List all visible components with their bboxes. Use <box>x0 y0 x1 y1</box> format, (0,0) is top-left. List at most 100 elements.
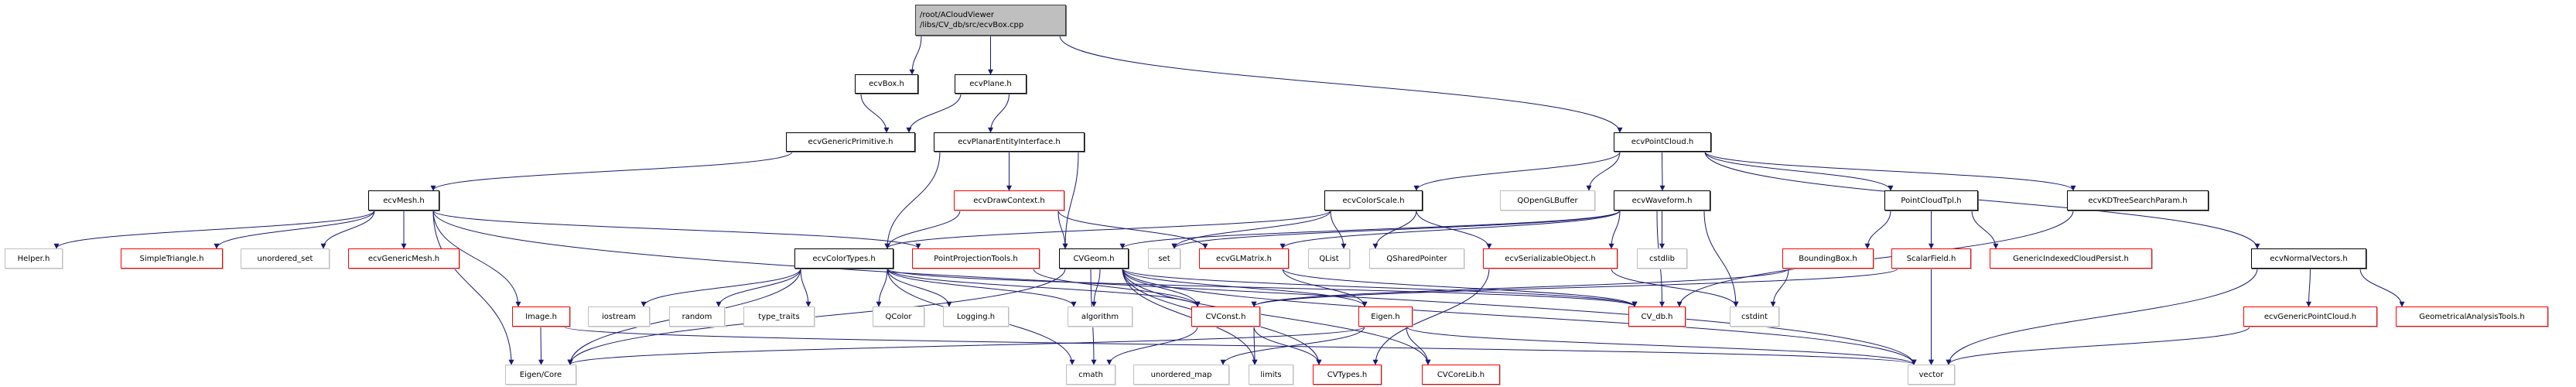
node-ecvKDTreeSearchParam[interactable]: ecvKDTreeSearchParam.h <box>2067 190 2209 211</box>
node-EigenCore[interactable]: Eigen/Core <box>505 365 576 385</box>
node-label: QList <box>1319 254 1339 263</box>
node-ecvColorTypes[interactable]: ecvColorTypes.h <box>794 248 893 269</box>
node-label: CV_db.h <box>1641 312 1673 321</box>
edge-CVGeom-to-Eigen <box>1122 268 1368 307</box>
node-ecvWaveform[interactable]: ecvWaveform.h <box>1614 190 1710 211</box>
edge-ecvMesh-to-PointProjectionTools <box>432 210 921 249</box>
node-CVConst[interactable]: CVConst.h <box>1191 307 1260 327</box>
edge-ecvColorTypes-to-Logging <box>887 268 952 307</box>
node-cmath[interactable]: cmath <box>1066 365 1115 385</box>
node-label: type_traits <box>758 312 800 321</box>
node-GeometricalAnalysisTools[interactable]: GeometricalAnalysisTools.h <box>2396 307 2548 327</box>
edge-ecvSerializableObject-to-CVTypes <box>1372 268 1490 365</box>
edge-ScalarField-to-CVConst <box>1251 268 1898 307</box>
edge-CVGeom-to-CVCoreLib <box>1122 268 1431 365</box>
node-ecvPointCloud[interactable]: ecvPointCloud.h <box>1614 132 1711 152</box>
node-set[interactable]: set <box>1148 248 1180 269</box>
edge-CVGeom-to-EigenCore <box>567 268 1066 365</box>
node-QColor[interactable]: QColor <box>873 307 924 327</box>
node-ScalarField[interactable]: ScalarField.h <box>1891 248 1971 269</box>
node-Helper[interactable]: Helper.h <box>5 248 63 269</box>
node-CV-db[interactable]: CV_db.h <box>1628 307 1686 327</box>
node-type-traits[interactable]: type_traits <box>743 307 815 327</box>
node-label: ecvPlane.h <box>969 80 1012 88</box>
node-unordered-map[interactable]: unordered_map <box>1133 365 1229 385</box>
node-QList[interactable]: QList <box>1308 248 1350 269</box>
node-unordered-set[interactable]: unordered_set <box>241 248 330 269</box>
node-QOpenGLBuffer[interactable]: QOpenGLBuffer <box>1500 190 1595 211</box>
node-ecvNormalVectors[interactable]: ecvNormalVectors.h <box>2251 248 2366 269</box>
node-label: /root/ACloudViewer /libs/CV_db/src/ecvBo… <box>920 11 1024 29</box>
edge-BoundingBox-to-CVConst <box>1251 268 1789 307</box>
node-ecvBox[interactable]: ecvBox.h <box>855 74 918 94</box>
node-label: PointCloudTpl.h <box>1901 196 1962 205</box>
edge-PointProjectionTools-to-CVConst <box>1033 268 1201 307</box>
edge-Eigen-to-EigenCore <box>567 326 1365 365</box>
node-label: vector <box>1918 370 1944 379</box>
edge-ecvWaveform-to-cstdint <box>1703 210 1739 307</box>
node-label: ScalarField.h <box>1906 254 1956 263</box>
edge-root-to-ecvBox <box>909 35 922 75</box>
node-label: CVGeom.h <box>1073 254 1115 263</box>
node-CVGeom[interactable]: CVGeom.h <box>1059 248 1129 269</box>
node-ecvMesh[interactable]: ecvMesh.h <box>368 190 439 211</box>
node-label: QSharedPointer <box>1386 254 1447 263</box>
node-PointCloudTpl[interactable]: PointCloudTpl.h <box>1884 190 1978 211</box>
node-ecvGenericMesh[interactable]: ecvGenericMesh.h <box>348 248 460 269</box>
node-Eigen[interactable]: Eigen.h <box>1358 307 1413 327</box>
edge-CVConst-to-cmath <box>1106 326 1198 365</box>
node-limits[interactable]: limits <box>1249 365 1293 385</box>
node-cstdlib[interactable]: cstdlib <box>1637 248 1687 269</box>
node-ecvGenericPointCloud[interactable]: ecvGenericPointCloud.h <box>2243 307 2377 327</box>
edge-ecvColorTypes-to-iostream <box>641 268 801 307</box>
edge-ecvMesh-to-Helper <box>53 210 375 249</box>
node-Image[interactable]: Image.h <box>512 307 570 327</box>
node-BoundingBox[interactable]: BoundingBox.h <box>1782 248 1874 269</box>
node-Logging[interactable]: Logging.h <box>943 307 1009 327</box>
edge-ecvPointCloud-to-ecvNormalVectors <box>1704 151 2260 249</box>
node-ecvPlane[interactable]: ecvPlane.h <box>955 74 1027 94</box>
node-label: BoundingBox.h <box>1799 254 1857 263</box>
node-QSharedPointer[interactable]: QSharedPointer <box>1369 248 1464 269</box>
node-label: Image.h <box>525 312 557 321</box>
node-label: Helper.h <box>17 254 50 263</box>
edge-CVConst-to-CVTypes <box>1253 326 1322 365</box>
node-label: ecvGenericPointCloud.h <box>2263 312 2357 321</box>
node-ecvGLMatrix[interactable]: ecvGLMatrix.h <box>1199 248 1289 269</box>
edge-ecvColorTypes-to-CV_db <box>887 268 1638 307</box>
edge-ecvNormalVectors-to-GeometricalAnalysisTools <box>2359 268 2405 307</box>
node-ecvSerializableObject[interactable]: ecvSerializableObject.h <box>1483 248 1618 269</box>
edge-CVGeom-to-algorithm <box>1091 268 1101 307</box>
node-cstdint[interactable]: cstdint <box>1730 307 1779 327</box>
node-iostream[interactable]: iostream <box>588 307 650 327</box>
node-label: ecvBox.h <box>869 80 904 88</box>
node-ecvDrawContext[interactable]: ecvDrawContext.h <box>954 190 1064 211</box>
node-GenericIndexedCloudPersist[interactable]: GenericIndexedCloudPersist.h <box>1990 248 2152 269</box>
node-label: cmath <box>1078 370 1103 379</box>
node-label: unordered_map <box>1150 370 1212 379</box>
node-algorithm[interactable]: algorithm <box>1068 307 1133 327</box>
node-root[interactable]: /root/ACloudViewer /libs/CV_db/src/ecvBo… <box>915 5 1066 36</box>
edge-ecvPointCloud-to-PointCloudTpl <box>1704 151 1894 191</box>
edge-root-to-ecvPointCloud <box>1059 35 1623 133</box>
node-ecvPlanarEntityInterface[interactable]: ecvPlanarEntityInterface.h <box>934 132 1085 152</box>
node-vector[interactable]: vector <box>1908 365 1955 385</box>
edge-ecvWaveform-to-ecvSerializableObject <box>1608 210 1621 249</box>
edge-Eigen-to-unordered_map <box>1220 326 1365 365</box>
node-label: ecvWaveform.h <box>1631 196 1693 205</box>
node-SimpleTriangle[interactable]: SimpleTriangle.h <box>121 248 223 269</box>
edge-Eigen-to-CVCoreLib <box>1406 326 1431 365</box>
node-ecvGenericPrimitive[interactable]: ecvGenericPrimitive.h <box>786 132 915 152</box>
node-CVTypes[interactable]: CVTypes.h <box>1313 365 1382 385</box>
edge-ecvDrawContext-to-ecvGLMatrix <box>1057 210 1208 249</box>
node-PointProjectionTools[interactable]: PointProjectionTools.h <box>912 248 1040 269</box>
node-ecvColorScale[interactable]: ecvColorScale.h <box>1324 190 1423 211</box>
node-CVCoreLib[interactable]: CVCoreLib.h <box>1422 365 1500 385</box>
node-random[interactable]: random <box>669 307 725 327</box>
edge-ecvMesh-to-Image <box>432 210 521 307</box>
edge-CVGeom-to-vector <box>1122 268 1917 365</box>
node-label: QColor <box>885 312 912 321</box>
node-label: CVCoreLib.h <box>1437 370 1485 379</box>
